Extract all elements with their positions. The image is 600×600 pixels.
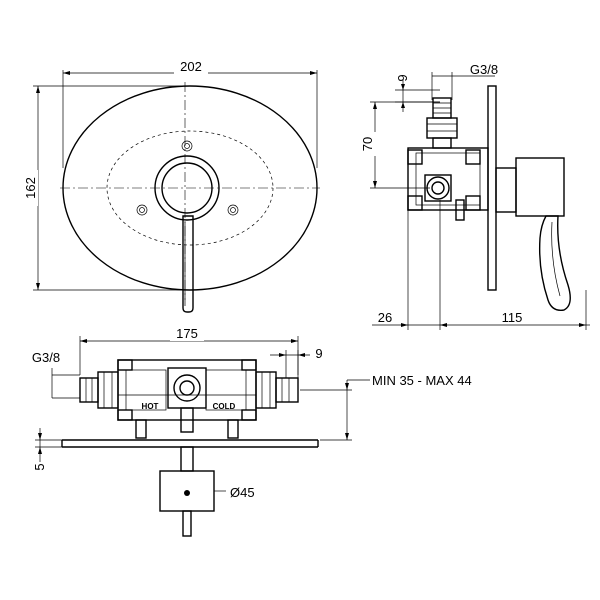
side-inlet-nut (426, 117, 458, 139)
side-bottom-left-label: 26 (378, 310, 392, 325)
cold-label: COLD (213, 402, 236, 411)
side-view: 9 G3/8 70 (360, 62, 590, 330)
width-label: 202 (180, 59, 202, 74)
side-cover-plate (487, 85, 497, 291)
side-thread-label: G3/8 (470, 62, 498, 77)
side-handle-body (515, 157, 565, 217)
screw-hole-right (227, 204, 239, 216)
top-width-label: 175 (176, 326, 198, 341)
top-offset-label: 9 (315, 346, 322, 361)
plate-thickness-label: 5 (32, 463, 47, 470)
screw-hole-top (181, 140, 193, 152)
side-outlet (426, 176, 450, 200)
left-inlet-nut (97, 371, 119, 409)
lever-handle (182, 215, 194, 313)
cover-plate-bevel (106, 130, 274, 246)
cover-plate (62, 85, 318, 291)
top-view: 175 9 G3/8 HOT (32, 326, 472, 537)
front-view: 202 162 (22, 58, 320, 313)
top-valve-body (117, 359, 257, 421)
right-inlet-nut (255, 371, 277, 409)
top-thread-label: G3/8 (32, 350, 60, 365)
top-lever-stem (182, 510, 192, 537)
height-label: 162 (23, 177, 38, 199)
diameter-label: Ø45 (230, 485, 255, 500)
screw-hole-left (136, 204, 148, 216)
side-depth-label: 70 (360, 137, 375, 151)
side-bottom-right-label: 115 (502, 310, 523, 325)
right-inlet-thread (275, 377, 299, 403)
hot-label: HOT (142, 402, 159, 411)
side-offset-label: 9 (395, 74, 410, 81)
handle-rosette-outer (154, 155, 220, 221)
side-lever (538, 215, 571, 311)
handle-rosette-inner (161, 162, 213, 214)
left-inlet-thread (79, 377, 99, 403)
range-label: MIN 35 - MAX 44 (372, 373, 472, 388)
